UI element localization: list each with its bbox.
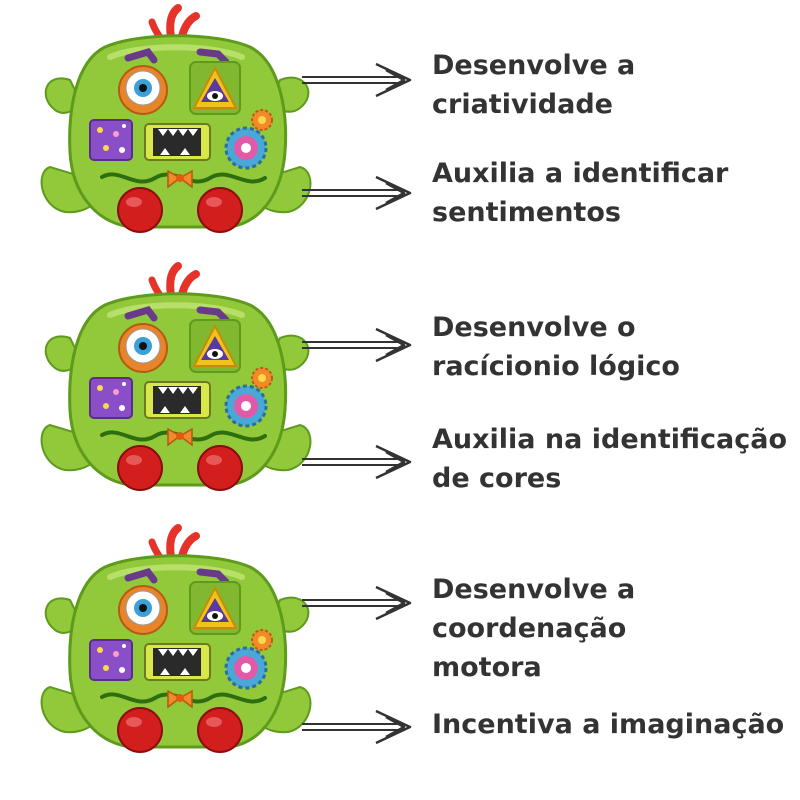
purple-block-icon[interactable] xyxy=(89,639,133,681)
red-button-icon[interactable] xyxy=(117,187,163,233)
purple-block-icon[interactable] xyxy=(89,377,133,419)
red-button-icon[interactable] xyxy=(197,707,243,753)
bow-tie-icon[interactable] xyxy=(167,689,193,709)
caption-line: Auxilia a identificar xyxy=(432,158,729,189)
caption-1a: Desenvolve a criatividade xyxy=(432,46,792,124)
red-button-icon[interactable] xyxy=(117,707,163,753)
caption-line: de cores xyxy=(432,463,562,494)
caption-line: Desenvolve a xyxy=(432,574,636,605)
caption-line: sentimentos xyxy=(432,197,621,228)
mouth-roller-icon[interactable] xyxy=(144,123,211,161)
red-button-icon[interactable] xyxy=(197,187,243,233)
caption-line: criatividade xyxy=(432,89,613,120)
gear-icon[interactable] xyxy=(224,629,273,690)
mouth-roller-icon[interactable] xyxy=(144,643,211,681)
caption-line: racícionio lógico xyxy=(432,351,680,382)
triangle-eye-icon[interactable] xyxy=(189,319,241,373)
monster-toy-1 xyxy=(30,2,320,242)
bow-tie-icon[interactable] xyxy=(167,169,193,189)
caption-2b: Auxilia na identificação de cores xyxy=(432,420,792,498)
arrow-icon xyxy=(300,325,415,365)
arrow-icon xyxy=(300,583,415,623)
monster-toy-2 xyxy=(30,260,320,500)
caption-line: coordenação xyxy=(432,613,627,644)
red-button-icon[interactable] xyxy=(197,445,243,491)
triangle-eye-icon[interactable] xyxy=(189,61,241,115)
caption-line: Incentiva a imaginação xyxy=(432,709,785,740)
caption-3b: Incentiva a imaginação xyxy=(432,705,792,744)
arrow-icon xyxy=(300,173,415,213)
caption-line: motora xyxy=(432,652,542,683)
eye-dial-icon[interactable] xyxy=(118,585,168,635)
arrow-icon xyxy=(300,707,415,747)
gear-icon[interactable] xyxy=(224,367,273,428)
purple-block-icon[interactable] xyxy=(89,119,133,161)
triangle-eye-icon[interactable] xyxy=(189,581,241,635)
caption-line: Desenvolve o xyxy=(432,312,636,343)
caption-1b: Auxilia a identificar sentimentos xyxy=(432,154,792,232)
gear-icon[interactable] xyxy=(224,109,273,170)
arrow-icon xyxy=(300,442,415,482)
arrow-icon xyxy=(300,60,415,100)
caption-line: Auxilia na identificação xyxy=(432,424,788,455)
caption-3a: Desenvolve a coordenação motora xyxy=(432,570,792,687)
monster-toy-3 xyxy=(30,522,320,762)
mouth-roller-icon[interactable] xyxy=(144,381,211,419)
eye-dial-icon[interactable] xyxy=(118,65,168,115)
bow-tie-icon[interactable] xyxy=(167,427,193,447)
caption-2a: Desenvolve o racícionio lógico xyxy=(432,308,792,386)
red-button-icon[interactable] xyxy=(117,445,163,491)
eye-dial-icon[interactable] xyxy=(118,323,168,373)
caption-line: Desenvolve a xyxy=(432,50,636,81)
